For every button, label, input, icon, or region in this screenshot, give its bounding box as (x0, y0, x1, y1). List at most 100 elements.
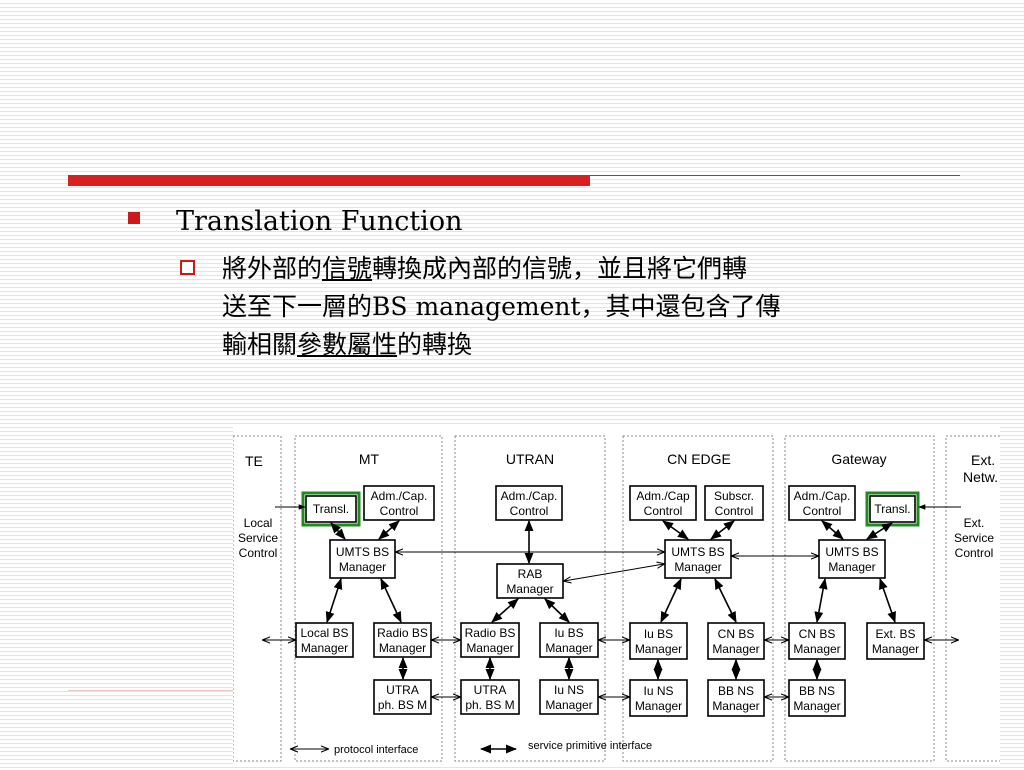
ext-service-control-label: Ext. (964, 516, 985, 530)
box-label: UMTS BS (825, 545, 878, 559)
box-label: Manager (379, 641, 426, 655)
box-label: Manager (506, 582, 553, 596)
box-label: Control (510, 504, 549, 518)
box-label: UTRA (474, 683, 507, 697)
box-label: Manager (635, 699, 682, 713)
arrow-rab-radio (491, 598, 519, 623)
box-label: Manager (793, 642, 840, 656)
box-ut-utra (460, 679, 520, 715)
box-label: Adm./Cap. (501, 489, 558, 503)
box-label: Control (380, 504, 419, 518)
box-label: ph. BS M (378, 698, 427, 712)
box-mt-transl (305, 495, 357, 523)
box-label: Manager (466, 641, 513, 655)
text-segment: 的轉換 (397, 330, 473, 359)
box-label: Adm./Cap (636, 489, 690, 503)
box-label: Manager (872, 642, 919, 656)
arrow-transl-umts (330, 522, 346, 540)
box-label: Manager (712, 699, 759, 713)
box-label: Iu BS (644, 627, 673, 641)
box-gw-transl (869, 495, 916, 523)
box-label: Manager (545, 641, 592, 655)
box-label: Control (803, 504, 842, 518)
box-label: Subscr. (714, 489, 754, 503)
box-label: Manager (828, 560, 875, 574)
box-label: BB NS (718, 684, 754, 698)
box-ut-iu (539, 622, 599, 658)
legend-service-label: service primitive interface (528, 740, 652, 752)
column-title-mt: MT (359, 451, 380, 467)
box-label: Radio BS (377, 626, 428, 640)
box-cn-iu (629, 622, 688, 660)
box-label: Ext. BS (875, 627, 915, 641)
box-label: Transl. (313, 502, 349, 516)
arrow-gw-umts-cnbs (814, 577, 828, 624)
box-label: UMTS BS (671, 545, 724, 559)
box-gw-umts (818, 539, 886, 579)
box-label: Iu NS (554, 683, 584, 697)
box-label: Manager (793, 699, 840, 713)
text-segment: 將外部的 (222, 254, 323, 283)
column-title-cn-edge: CN EDGE (667, 451, 731, 467)
arrow-cn-umts-cnbs (714, 577, 737, 624)
text-segment: 信號 (322, 254, 373, 283)
arrow-cn-subscr-umts (710, 520, 735, 540)
box-label: ph. BS M (465, 698, 514, 712)
box-ut-radio (460, 622, 520, 658)
box-cn-bbns (707, 679, 765, 717)
box-label: Iu NS (643, 684, 673, 698)
legend-protocol-label: protocol interface (334, 744, 418, 756)
text-segment: 輸相關 (222, 330, 298, 359)
column-title-gateway: Gateway (831, 451, 886, 467)
box-label: Manager (339, 560, 386, 574)
box-gw-cnbs (788, 622, 846, 660)
box-label: CN BS (799, 627, 836, 641)
box-label: Local BS (300, 626, 348, 640)
arrow-gw-admcap-umts (821, 520, 844, 540)
box-cn-subscr (704, 485, 764, 521)
column-frame (622, 435, 774, 762)
box-mt-local (295, 622, 354, 658)
box-label: RAB (518, 567, 543, 581)
box-label: Manager (301, 641, 348, 655)
box-label: Manager (545, 698, 592, 712)
arrow-umts-radio (380, 577, 402, 624)
sub-bullet-line-1: 將外部的信號轉換成內部的信號，並且將它們轉 (222, 250, 962, 288)
local-service-control-label: Control (239, 546, 278, 560)
text-segment: 送至下一層的 (222, 292, 373, 321)
box-label: Control (715, 504, 754, 518)
box-mt-umts (329, 539, 396, 579)
box-label: BB NS (799, 684, 835, 698)
column-frame (784, 435, 935, 762)
sub-bullet-line-3: 輸相關參數屬性的轉換 (222, 326, 962, 364)
box-label: Control (644, 504, 683, 518)
box-label: Transl. (874, 502, 910, 516)
box-label: Manager (635, 642, 682, 656)
bullet-heading: Translation Function (176, 206, 463, 237)
ext-service-control-label: Service (954, 531, 994, 545)
column-title-ext-netw: Netw. (963, 469, 998, 485)
column-title-te: TE (245, 453, 263, 469)
box-label: Manager (674, 560, 721, 574)
arrow-admcap-umts (378, 520, 400, 540)
box-cn-iuns (629, 679, 688, 717)
local-service-control-label: Service (238, 531, 278, 545)
hollow-square-bullet-icon (180, 260, 195, 275)
protocol-arrow-rab-cn (564, 564, 664, 581)
box-label: Adm./Cap. (794, 489, 851, 503)
text-segment: BS management (372, 292, 581, 321)
box-label: Iu BS (554, 626, 583, 640)
box-label: Adm./Cap. (371, 489, 428, 503)
box-label: CN BS (718, 627, 755, 641)
footer-divider (68, 690, 238, 691)
box-gw-bbns (788, 679, 846, 717)
arrow-cn-admcap-umts (662, 520, 689, 540)
column-title-ext: Ext. (971, 452, 995, 468)
text-segment: ，其中還包含了傳 (580, 292, 781, 321)
sub-bullet-text: 將外部的信號轉換成內部的信號，並且將它們轉 送至下一層的BS managemen… (222, 250, 962, 364)
arrow-gw-umts-ext (879, 577, 896, 624)
title-accent-line (590, 175, 960, 176)
box-cn-umts (664, 539, 732, 579)
box-gw-admcap (788, 485, 856, 521)
